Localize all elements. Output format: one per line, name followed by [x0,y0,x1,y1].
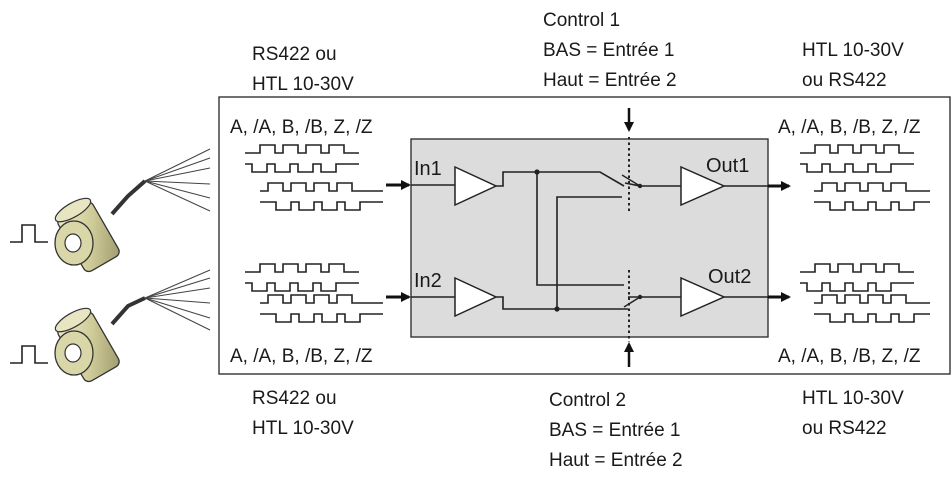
left-bottom-interface-line1: RS422 ou [252,388,337,409]
encoder-top [10,148,211,273]
switch-icon [621,174,681,189]
right-top-interface-line2: ou RS422 [802,70,887,91]
waveform-group-right-top [800,144,930,211]
left-signals-bottom: A, /A, B, /B, Z, /Z [230,346,373,367]
amplifier-icon [680,276,726,318]
control1-high: Haut = Entrée 2 [543,70,677,91]
amplifier-icon [454,165,498,207]
port-out1-label: Out1 [706,155,749,177]
pulse-icon [10,345,48,364]
rotary-encoder-icon [54,296,146,383]
right-signals-top: A, /A, B, /B, Z, /Z [778,117,921,138]
left-top-interface-line2: HTL 10-30V [252,74,354,95]
waveform-group-left-top [245,144,383,211]
encoder-bottom [10,269,211,383]
control2-low: BAS = Entrée 1 [549,420,681,441]
cable-fan-bottom [144,269,211,331]
left-top-interface-line1: RS422 ou [252,44,337,65]
right-signals-bottom: A, /A, B, /B, Z, /Z [778,346,921,367]
waveform-group-left-bottom [245,263,383,323]
left-signals-top: A, /A, B, /B, Z, /Z [230,117,373,138]
control2-high: Haut = Entrée 2 [549,450,683,471]
rotary-encoder-icon [54,179,147,273]
right-bottom-interface-line2: ou RS422 [802,418,887,439]
port-out2-label: Out2 [708,266,751,288]
port-in1-label: In1 [414,158,442,180]
control1-title: Control 1 [543,10,620,31]
pulse-icon [10,224,48,243]
control2-title: Control 2 [549,390,626,411]
right-bottom-interface-line1: HTL 10-30V [802,388,904,409]
cable-fan-top [144,148,211,212]
left-bottom-interface-line2: HTL 10-30V [252,418,354,439]
waveform-group-right-bottom [800,263,930,323]
control1-low: BAS = Entrée 1 [543,40,675,61]
amplifier-icon [454,276,498,318]
port-in2-label: In2 [414,270,442,292]
right-top-interface-line1: HTL 10-30V [802,40,904,61]
amplifier-icon [680,165,726,207]
switch-icon [623,294,681,308]
